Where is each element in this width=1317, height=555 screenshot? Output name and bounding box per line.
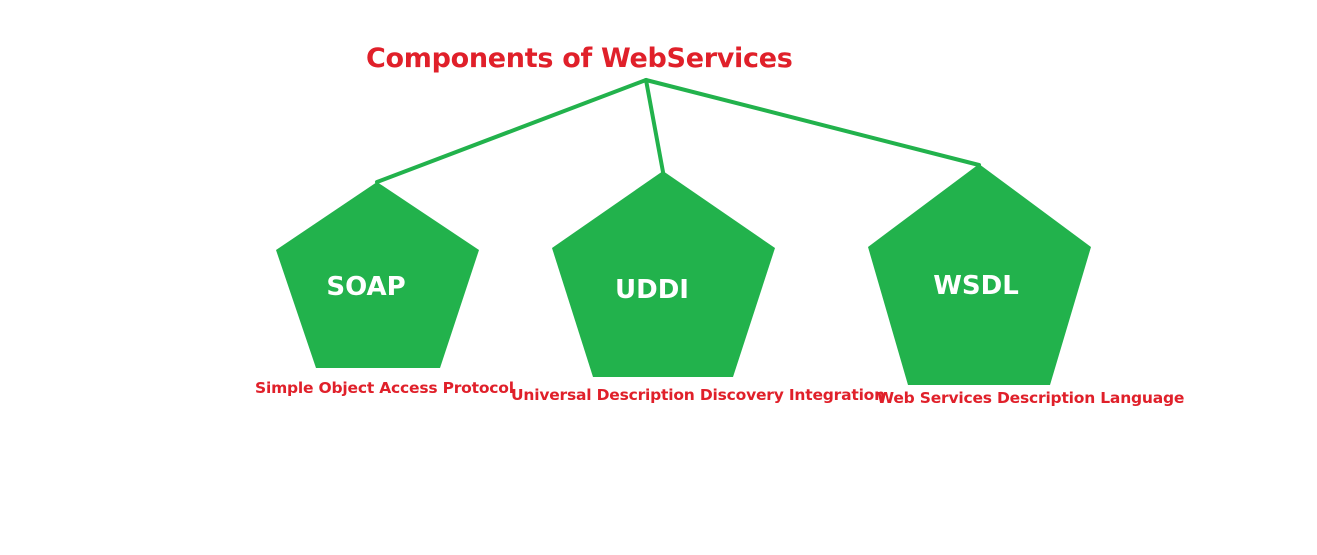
node-label-uddi: UDDI xyxy=(615,275,689,305)
node-label-wsdl: WSDL xyxy=(933,271,1019,301)
pentagon-wsdl xyxy=(868,164,1091,385)
connector-soap xyxy=(375,78,648,184)
connector-wsdl xyxy=(644,78,981,167)
node-description-soap: Simple Object Access Protocol xyxy=(255,379,514,397)
diagram-title: Components of WebServices xyxy=(366,43,793,74)
connector-lines xyxy=(375,78,981,184)
component-shapes xyxy=(276,164,1091,385)
node-description-wsdl: Web Services Description Language xyxy=(877,389,1185,407)
pentagon-soap xyxy=(276,182,479,368)
node-label-soap: SOAP xyxy=(326,272,406,302)
connector-uddi xyxy=(644,78,665,174)
node-description-uddi: Universal Description Discovery Integrat… xyxy=(511,386,885,404)
pentagon-uddi xyxy=(552,171,775,377)
